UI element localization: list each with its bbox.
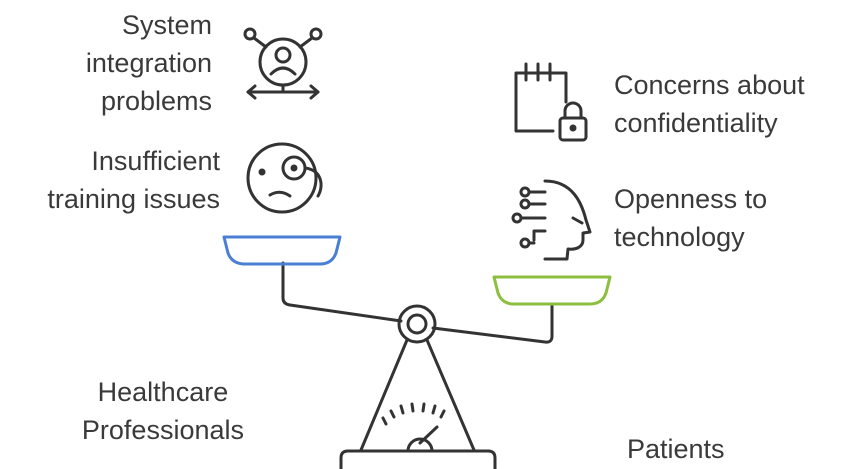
- confused-face-icon: [246, 142, 323, 214]
- right-pan-patients: [492, 275, 612, 306]
- calendar-lock-icon: [514, 62, 588, 142]
- label-openness-to-technology: Openness to technology: [614, 184, 768, 252]
- scale-beam: [281, 261, 554, 344]
- scale-base: [339, 338, 497, 469]
- left-pan-healthcare: [222, 235, 342, 266]
- label-system-integration-problems: System integration problems: [85, 10, 212, 116]
- ai-head-icon: [511, 179, 592, 261]
- label-concerns-about-confidentiality: Concerns about confidentiality: [614, 70, 805, 138]
- network-person-icon: [243, 27, 323, 100]
- label-patients: Patients: [627, 434, 725, 464]
- label-healthcare-professionals: Healthcare Professionals: [81, 377, 244, 445]
- scale-pivot: [397, 304, 437, 344]
- label-insufficient-training-issues: Insufficient training issues: [47, 146, 220, 214]
